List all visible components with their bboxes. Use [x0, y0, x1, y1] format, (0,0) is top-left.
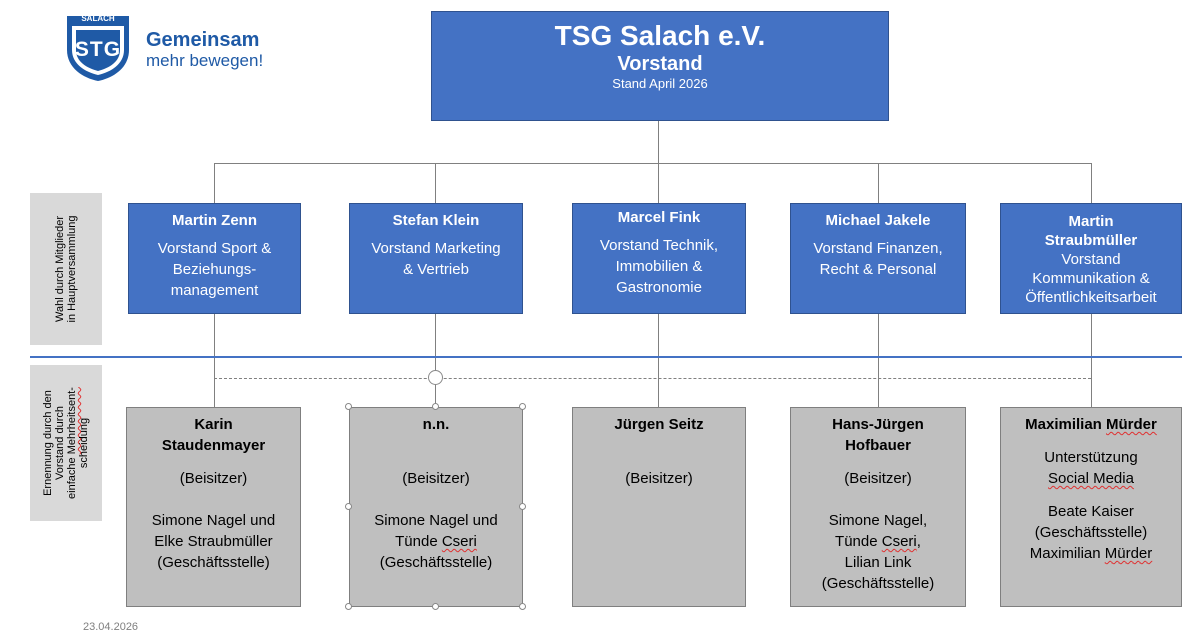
appointed-support-text: Cseri: [881, 533, 917, 550]
appointed-name-line2: Staudenmayer: [161, 437, 266, 454]
resize-handle-icon[interactable]: [519, 403, 526, 410]
appointed-role-line: Social Media: [1048, 470, 1134, 487]
side-label-election-line2: in Hauptversammlung: [66, 215, 78, 323]
board-role-line: Vorstand Finanzen,: [813, 240, 943, 257]
side-label-appointment-line1: Ernennung durch den: [42, 390, 54, 496]
appointed-support-line: (Geschäftsstelle): [1034, 524, 1148, 541]
section-divider: [30, 356, 1182, 358]
board-role-line: Vorstand Marketing: [371, 240, 501, 257]
appointed-name-text: Maximilian: [1025, 416, 1106, 433]
board-name-line2: Straubmüller: [1044, 232, 1138, 249]
appointed-name-line1: Hans-Jürgen: [832, 416, 924, 433]
rotate-handle-icon[interactable]: [428, 370, 443, 385]
appointed-support-line: Lilian Link: [844, 554, 912, 571]
board-box-martin-zenn: Martin Zenn Vorstand Sport & Beziehungs-…: [128, 203, 301, 314]
appointed-box-maximilian-muerder: Maximilian Mürder Unterstützung Social M…: [1000, 407, 1182, 607]
board-role-line: Öffentlichkeitsarbeit: [1025, 289, 1157, 306]
appointed-name-line1: n.n.: [422, 416, 450, 433]
board-role-line: Kommunikation &: [1032, 270, 1150, 287]
appointed-role: (Beisitzer): [625, 470, 693, 487]
appointed-support-text: Tünde: [395, 533, 442, 550]
side-label-appointment-line3a: einfache: [66, 454, 78, 499]
side-label-appointment: Ernennung durch den Vorstand durch einfa…: [30, 365, 102, 521]
appointed-name-text: Mürder: [1106, 416, 1157, 433]
appointed-support-text: Maximilian: [1029, 545, 1105, 562]
appointed-box-nn[interactable]: n.n. (Beisitzer) Simone Nagel und Tünde …: [349, 407, 523, 607]
dashed-connector: [214, 378, 1091, 379]
appointed-support-line: Simone Nagel und: [151, 512, 276, 529]
header-title: TSG Salach e.V.: [554, 20, 766, 51]
header-stand: Stand April 2026: [612, 76, 708, 91]
appointed-box-karin-staudenmayer: Karin Staudenmayer (Beisitzer) Simone Na…: [126, 407, 301, 607]
appointed-support-text: Cseri: [441, 533, 477, 550]
header-box: TSG Salach e.V. Vorstand Stand April 202…: [431, 11, 889, 121]
appointed-box-hans-juergen-hofbauer: Hans-Jürgen Hofbauer (Beisitzer) Simone …: [790, 407, 966, 607]
resize-handle-icon[interactable]: [519, 503, 526, 510]
appointed-support-line: (Geschäftsstelle): [379, 554, 493, 571]
board-role-line: management: [170, 282, 259, 299]
board-name: Martin Zenn: [172, 212, 257, 229]
header-subtitle: Vorstand: [617, 53, 703, 75]
logo-slogan-line1: Gemeinsam: [146, 29, 260, 51]
appointed-support-line: (Geschäftsstelle): [157, 554, 270, 571]
logo-slogan-line2: mehr bewegen!: [146, 51, 264, 70]
appointed-name-line2: Hofbauer: [845, 437, 911, 454]
appointed-role: (Beisitzer): [402, 470, 470, 487]
appointed-support-line: (Geschäftsstelle): [821, 575, 935, 592]
side-label-appointment-line4: scheidung: [78, 417, 90, 469]
board-role-line: Recht & Personal: [819, 261, 937, 278]
board-box-martin-straubmueller: Martin Straubmüller Vorstand Kommunikati…: [1000, 203, 1182, 314]
board-role-line: Vorstand Technik,: [599, 237, 719, 254]
board-box-michael-jakele: Michael Jakele Vorstand Finanzen, Recht …: [790, 203, 966, 314]
board-name: Michael Jakele: [825, 212, 931, 229]
appointed-support-line: Simone Nagel,: [828, 512, 928, 529]
appointed-role: (Beisitzer): [179, 470, 248, 487]
side-label-appointment-line3b: Mehrheitsent-: [66, 387, 78, 455]
board-role-line: & Vertrieb: [403, 261, 469, 278]
footer-date: 23.04.2026: [83, 621, 139, 633]
resize-handle-icon[interactable]: [432, 603, 439, 610]
side-label-election-line1: Wahl durch Mitglieder: [54, 216, 66, 322]
resize-handle-icon[interactable]: [345, 603, 352, 610]
appointed-support-text: Tünde: [835, 533, 882, 550]
appointed-box-juergen-seitz: Jürgen Seitz (Beisitzer): [572, 407, 746, 607]
board-name-line1: Martin: [1068, 213, 1114, 230]
appointed-support-text: Mürder: [1104, 545, 1153, 562]
shield-logo-icon: [67, 16, 129, 81]
resize-handle-icon[interactable]: [519, 603, 526, 610]
logo-badge-top: SALACH: [81, 14, 115, 23]
appointed-name-line1: Karin: [194, 416, 233, 433]
side-label-election: Wahl durch Mitglieder in Hauptversammlun…: [30, 193, 102, 345]
appointed-support-text: ,: [916, 533, 921, 550]
board-role-line: Gastronomie: [616, 279, 702, 296]
board-role-line: Vorstand Sport &: [157, 240, 272, 257]
appointed-support-line: Simone Nagel und: [374, 512, 498, 529]
appointed-support-line: Elke Straubmüller: [154, 533, 273, 550]
logo-badge-letters: STG: [74, 38, 122, 61]
board-role-line: Beziehungs-: [172, 261, 257, 278]
resize-handle-icon[interactable]: [432, 403, 439, 410]
appointed-support-line: Beate Kaiser: [1048, 503, 1134, 520]
board-name: Marcel Fink: [617, 209, 701, 226]
resize-handle-icon[interactable]: [345, 403, 352, 410]
resize-handle-icon[interactable]: [345, 503, 352, 510]
board-box-stefan-klein: Stefan Klein Vorstand Marketing & Vertri…: [349, 203, 523, 314]
side-label-appointment-line2: Vorstand durch: [54, 406, 66, 481]
board-name: Stefan Klein: [392, 212, 480, 229]
club-logo: SALACH STG Gemeinsam mehr bewegen!: [65, 14, 285, 84]
board-box-marcel-fink: Marcel Fink Vorstand Technik, Immobilien…: [572, 203, 746, 314]
appointed-name-line1: Jürgen Seitz: [614, 416, 704, 433]
board-role-line: Vorstand: [1061, 251, 1121, 268]
appointed-role-line: Unterstützung: [1044, 449, 1138, 466]
appointed-role: (Beisitzer): [844, 470, 912, 487]
board-role-line: Immobilien &: [615, 258, 703, 275]
